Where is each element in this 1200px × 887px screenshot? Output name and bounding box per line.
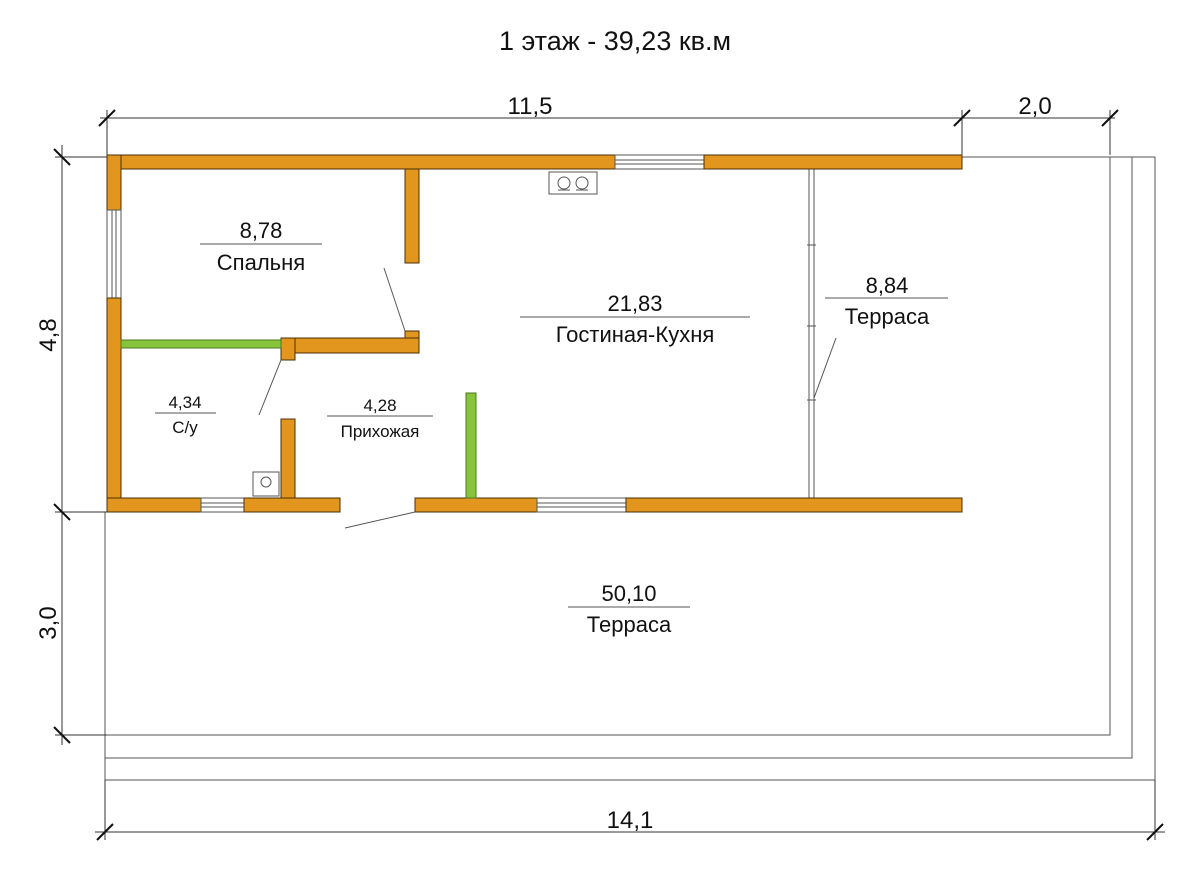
window-bottom-living (536, 497, 627, 513)
bedroom-door-swing (383, 267, 406, 332)
wall-top-left (106, 154, 616, 170)
dim-top-extra: 2,0 (1018, 93, 1051, 120)
dimension-lines (53, 109, 1165, 841)
wall-bottom-left (106, 497, 202, 513)
dim-left-upper: 4,8 (35, 318, 62, 351)
bathroom-area: 4,34 (168, 393, 201, 412)
dim-top-main: 11,5 (508, 93, 553, 120)
living-area: 21,83 (607, 291, 662, 316)
wall-bedroom-corner (280, 337, 296, 361)
exterior-walls (106, 154, 963, 513)
plan-title: 1 этаж - 39,23 кв.м (499, 26, 731, 56)
terrace-main-area: 50,10 (601, 581, 656, 606)
bedroom-name: Спальня (217, 250, 305, 275)
living-name: Гостиная-Кухня (556, 322, 715, 347)
terrace-main-name: Терраса (587, 612, 672, 637)
wall-left-bottom (106, 297, 122, 513)
bath-door-swing (258, 359, 282, 416)
entrance-door-swing (344, 511, 416, 529)
interior-walls (120, 168, 477, 499)
stove-icon (548, 171, 598, 195)
label-underlines (155, 243, 948, 608)
wall-bottom-hall (243, 497, 341, 513)
dim-tick (953, 109, 971, 127)
wall-bottom-mid (414, 497, 538, 513)
terrace-side-name: Терраса (845, 304, 930, 329)
partition-hall-living (465, 392, 477, 499)
dim-tick (53, 503, 71, 521)
dim-tick (53, 726, 71, 744)
wall-bath-east (280, 418, 296, 499)
dim-tick (98, 109, 116, 127)
hallway-area: 4,28 (363, 396, 396, 415)
terrace-door-swing (813, 337, 837, 399)
door-swings (258, 267, 416, 529)
toilet-icon (252, 471, 280, 497)
dim-tick (1101, 109, 1119, 127)
terrace-side-railing (807, 169, 837, 498)
partition-bath-bedroom (120, 339, 282, 349)
wall-bedroom-south (280, 337, 420, 354)
dim-tick (96, 823, 114, 841)
window-left (106, 209, 122, 299)
dim-tick (1146, 823, 1164, 841)
terrace-side-area: 8,84 (866, 273, 909, 298)
wall-bedroom-east-upper (404, 168, 420, 264)
dim-tick (53, 148, 71, 166)
dim-left-lower: 3,0 (35, 606, 62, 639)
bathroom-name: С/у (172, 418, 198, 437)
wall-top-right (703, 154, 963, 170)
wall-bottom-right (625, 497, 963, 513)
window-top (614, 154, 705, 170)
hallway-name: Прихожая (341, 422, 420, 441)
bedroom-area: 8,78 (240, 218, 283, 243)
wall-left-top (106, 154, 122, 211)
window-bottom-bath (200, 497, 245, 513)
dim-bottom: 14,1 (607, 807, 654, 834)
